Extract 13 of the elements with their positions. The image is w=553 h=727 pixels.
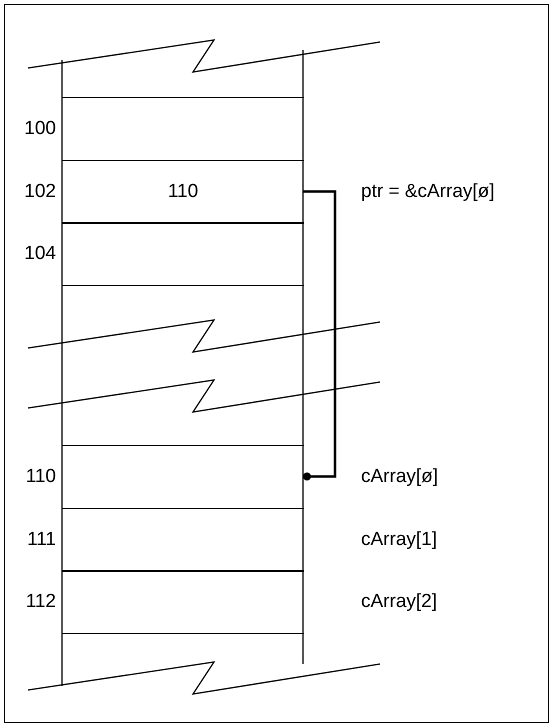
address-label: 104 [23,244,56,262]
memory-cell [62,570,304,634]
address-label: 112 [24,592,56,610]
address-label: 110 [24,466,56,486]
variable-label: ptr = &cArray[ø] [361,182,495,200]
address-label: 100 [23,118,56,138]
address-label: 102 [23,182,56,200]
variable-label: cArray[1] [361,530,438,548]
memory-cell [62,222,304,286]
variable-label: cArray[2] [361,592,438,610]
address-label: 111 [26,530,56,548]
variable-label: cArray[ø] [361,466,438,486]
cell-value: 110 [168,180,198,204]
